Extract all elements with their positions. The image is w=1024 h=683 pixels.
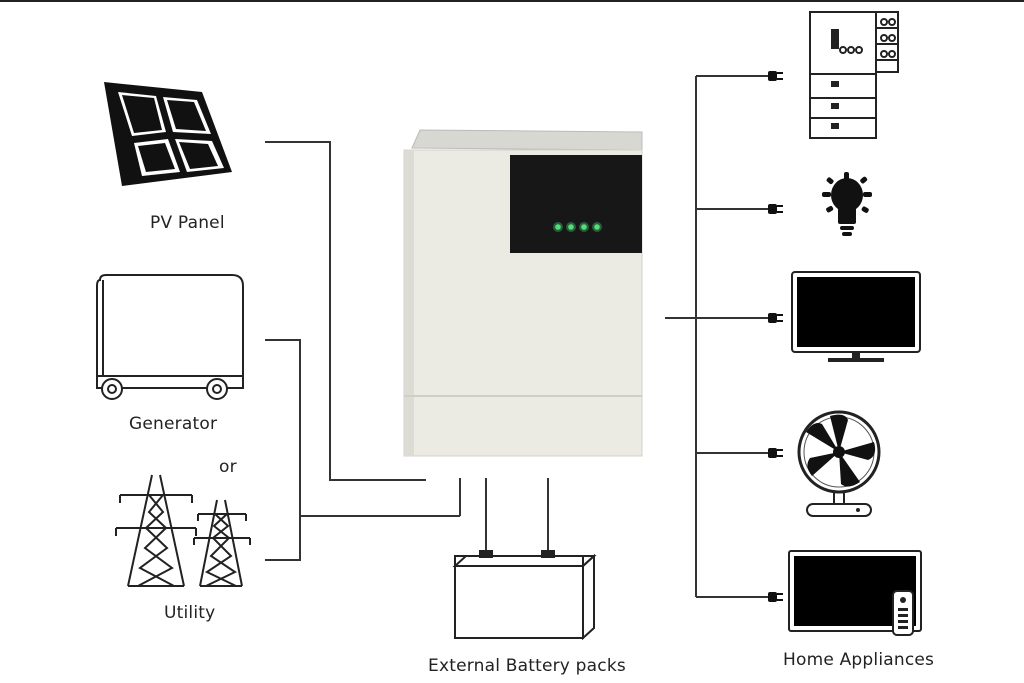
inverter-display-panel bbox=[510, 155, 642, 253]
label-pv-panel: PV Panel bbox=[150, 213, 225, 233]
inverter-unit bbox=[403, 129, 643, 457]
remote-icon bbox=[892, 590, 914, 636]
label-generator: Generator bbox=[129, 414, 218, 434]
plugs bbox=[768, 71, 783, 602]
generator-icon bbox=[96, 274, 244, 400]
fridge-icon bbox=[809, 11, 899, 139]
label-home-appliances: Home Appliances bbox=[783, 650, 935, 670]
plug-icon bbox=[768, 71, 783, 81]
battery-icon bbox=[452, 550, 597, 641]
status-led bbox=[594, 224, 600, 230]
status-led bbox=[581, 224, 587, 230]
plug-icon bbox=[768, 448, 783, 458]
plug-icon bbox=[768, 592, 783, 602]
monitor-icon bbox=[791, 271, 921, 362]
plug-icon bbox=[768, 204, 783, 214]
pv-wire bbox=[265, 141, 426, 481]
label-or: or bbox=[219, 457, 237, 477]
status-led bbox=[555, 224, 561, 230]
fan-icon bbox=[797, 410, 881, 517]
status-led bbox=[568, 224, 574, 230]
power-tower-icon bbox=[115, 474, 197, 587]
power-tower-icon bbox=[193, 499, 251, 587]
light-bulb-icon bbox=[822, 172, 872, 236]
label-utility: Utility bbox=[164, 603, 216, 623]
label-battery: External Battery packs bbox=[428, 656, 626, 676]
solar-panel-icon bbox=[104, 82, 232, 186]
generator-utility-wire bbox=[265, 339, 301, 561]
plug-icon bbox=[768, 313, 783, 323]
connection-wires bbox=[265, 75, 768, 598]
inverter-status-leds bbox=[553, 222, 602, 232]
